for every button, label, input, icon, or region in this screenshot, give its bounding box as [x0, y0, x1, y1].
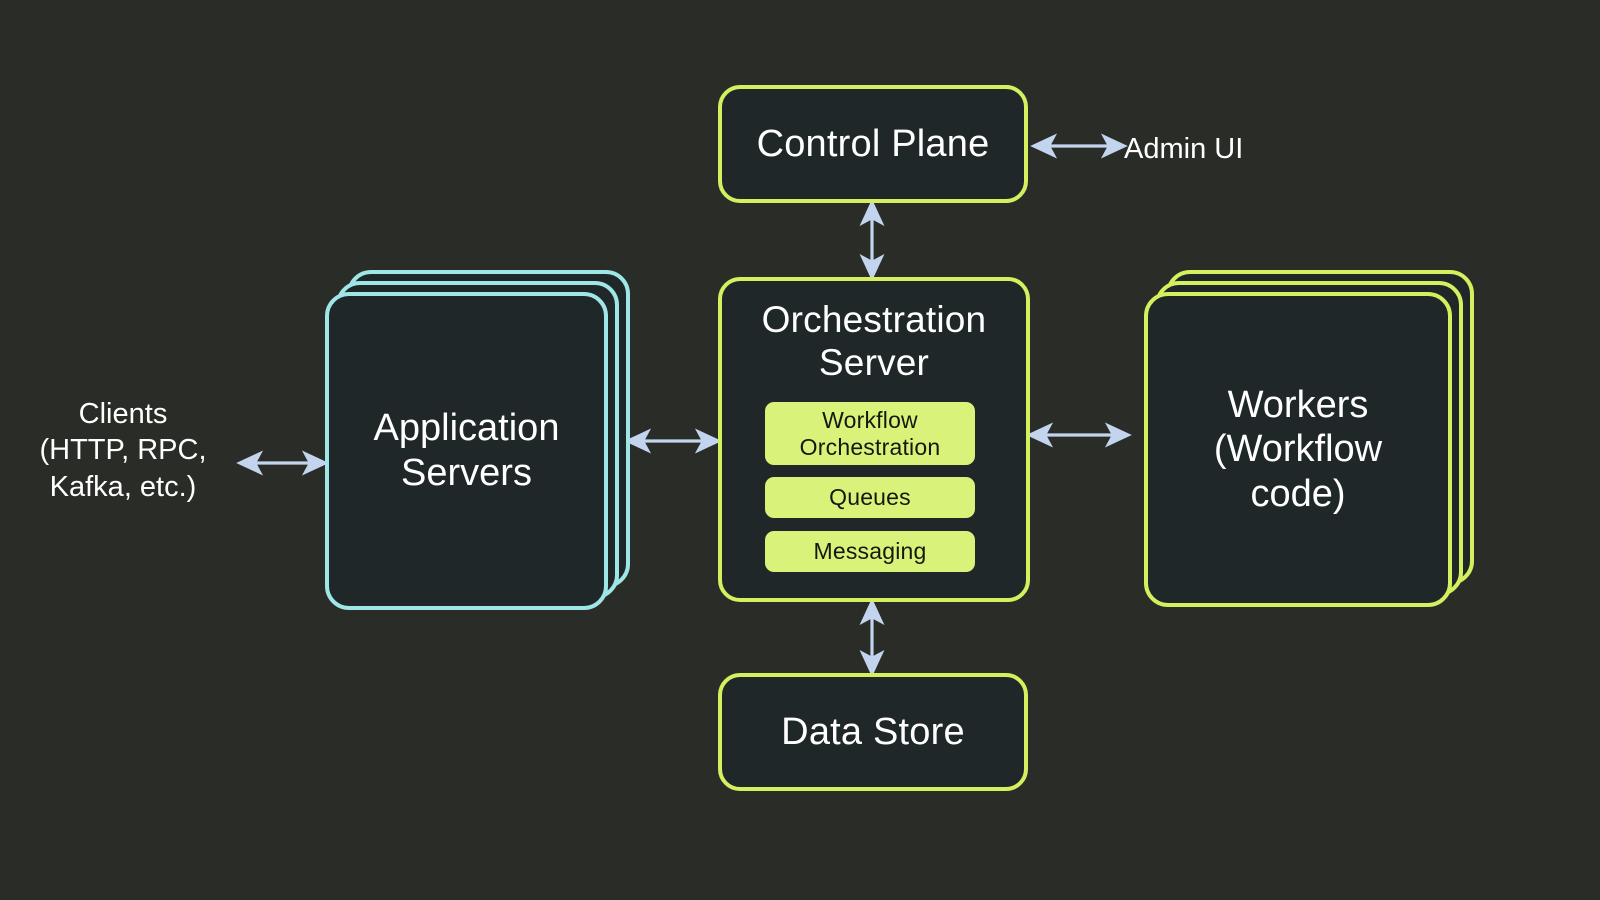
workers-card-front[interactable]: Workers (Workflow code) — [1144, 292, 1452, 607]
component-messaging[interactable]: Messaging — [765, 531, 975, 572]
node-admin-ui: Admin UI — [1124, 133, 1244, 165]
node-orchestration-server[interactable]: Orchestration Server Workflow Orchestrat… — [718, 277, 1030, 602]
component-workflow-orchestration[interactable]: Workflow Orchestration — [765, 402, 975, 465]
node-workers[interactable]: Workers (Workflow code) — [1144, 270, 1474, 607]
orchestration-server-label: Orchestration Server — [761, 299, 987, 383]
node-application-servers[interactable]: Application Servers — [325, 270, 630, 610]
node-control-plane[interactable]: Control Plane — [718, 85, 1028, 203]
node-clients: Clients (HTTP, RPC, Kafka, etc.) — [39, 398, 207, 503]
component-queues[interactable]: Queues — [765, 477, 975, 518]
application-servers-card-front[interactable]: Application Servers — [325, 292, 608, 610]
control-plane-label: Control Plane — [756, 122, 990, 165]
data-store-label: Data Store — [781, 710, 965, 753]
workers-label: Workers (Workflow code) — [1213, 383, 1383, 515]
application-servers-label: Application Servers — [373, 407, 560, 494]
node-data-store[interactable]: Data Store — [718, 673, 1028, 791]
